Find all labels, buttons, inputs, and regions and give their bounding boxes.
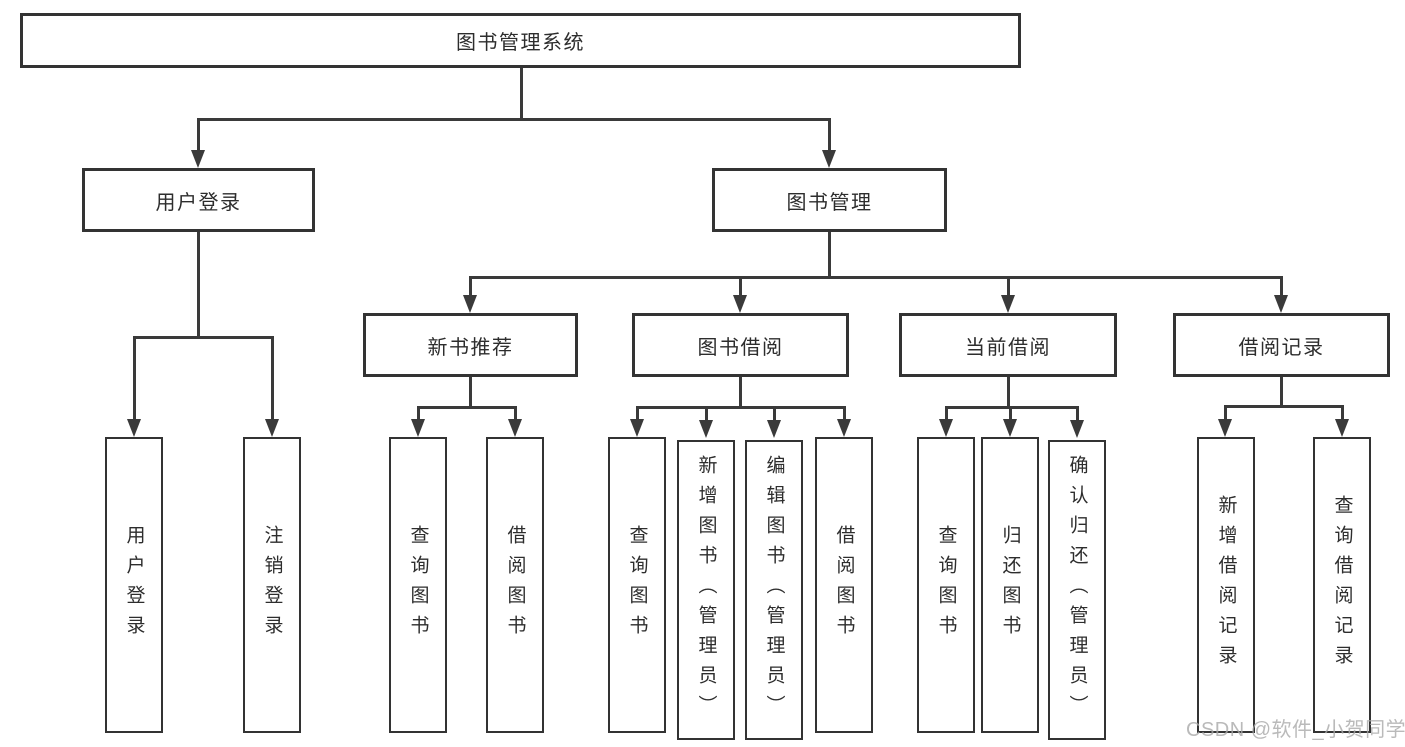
csdn-watermark: CSDN @软件_小贺同学 <box>1186 719 1405 741</box>
node-root: 图书管理系统 <box>20 13 1021 68</box>
leaf-br-add-record-label: 新增借阅记录 <box>1215 495 1237 675</box>
leaf-br-query-record-label: 查询借阅记录 <box>1331 495 1353 675</box>
connector-to-cb-confirm <box>1076 406 1079 421</box>
connector-to-br-query <box>1341 405 1344 421</box>
connector-current-borrow-stem <box>1007 377 1010 408</box>
leaf-user-login: 用户登录 <box>105 437 163 733</box>
leaf-cb-return-books: 归还图书 <box>981 437 1039 733</box>
leaf-logout-label: 注销登录 <box>261 525 283 645</box>
leaf-cb-return-books-label: 归还图书 <box>999 525 1021 645</box>
connector-root-stem <box>520 68 523 120</box>
leaf-bb-add-books-admin: 新增图书（管理员） <box>677 440 735 740</box>
connector-to-bb-edit <box>773 406 776 421</box>
node-user-login: 用户登录 <box>82 168 315 232</box>
connector-new-books-bar <box>417 406 517 409</box>
leaf-bb-borrow-books: 借阅图书 <box>815 437 873 733</box>
connector-book-borrow-bar <box>636 406 846 409</box>
arrow-down-icon <box>733 295 747 313</box>
leaf-cb-query-books-label: 查询图书 <box>935 525 957 645</box>
connector-borrow-records-bar <box>1224 405 1343 408</box>
node-root-label: 图书管理系统 <box>456 32 585 54</box>
arrow-down-icon <box>1003 419 1017 437</box>
connector-to-nb-query <box>417 406 420 421</box>
node-book-mgmt-label: 图书管理 <box>786 191 873 214</box>
connector-to-borrow-records <box>1280 276 1283 297</box>
connector-to-bb-query <box>636 406 639 421</box>
arrow-down-icon <box>411 419 425 437</box>
leaf-nb-borrow-books: 借阅图书 <box>486 437 544 733</box>
leaf-bb-edit-books-admin: 编辑图书（管理员） <box>745 440 803 740</box>
node-user-login-label: 用户登录 <box>155 191 242 214</box>
arrow-down-icon <box>630 419 644 437</box>
leaf-cb-confirm-return-admin-label: 确认归还（管理员） <box>1066 455 1088 725</box>
connector-user-login-bar <box>133 336 273 339</box>
connector-root-to-book-mgmt <box>828 118 831 152</box>
node-borrow-records: 借阅记录 <box>1173 313 1390 377</box>
leaf-nb-borrow-books-label: 借阅图书 <box>504 525 526 645</box>
leaf-bb-query-books-label: 查询图书 <box>626 525 648 645</box>
arrow-down-icon <box>822 150 836 168</box>
leaf-logout: 注销登录 <box>243 437 301 733</box>
node-current-borrow: 当前借阅 <box>899 313 1117 377</box>
leaf-cb-query-books: 查询图书 <box>917 437 975 733</box>
connector-to-new-books <box>469 276 472 297</box>
leaf-user-login-label: 用户登录 <box>123 525 145 645</box>
connector-to-bb-add <box>705 406 708 421</box>
arrow-down-icon <box>265 419 279 437</box>
arrow-down-icon <box>463 295 477 313</box>
node-book-borrow: 图书借阅 <box>632 313 849 377</box>
leaf-bb-edit-books-admin-label: 编辑图书（管理员） <box>763 455 785 725</box>
connector-current-borrow-bar <box>945 406 1079 409</box>
connector-root-bar <box>197 118 831 121</box>
node-book-mgmt: 图书管理 <box>712 168 947 232</box>
connector-to-cb-query <box>945 406 948 421</box>
node-current-borrow-label: 当前借阅 <box>965 336 1051 359</box>
arrow-down-icon <box>1070 420 1084 438</box>
connector-to-bb-borrow <box>843 406 846 421</box>
connector-borrow-records-stem <box>1280 377 1283 407</box>
arrow-down-icon <box>939 419 953 437</box>
arrow-down-icon <box>837 419 851 437</box>
arrow-down-icon <box>699 420 713 438</box>
connector-user-login-stem <box>197 232 200 338</box>
connector-to-book-borrow <box>739 276 742 297</box>
leaf-nb-query-books-label: 查询图书 <box>407 525 429 645</box>
node-new-books-label: 新书推荐 <box>427 336 514 359</box>
leaf-cb-confirm-return-admin: 确认归还（管理员） <box>1048 440 1106 740</box>
leaf-bb-add-books-admin-label: 新增图书（管理员） <box>695 455 717 725</box>
connector-to-leaf-user-login <box>133 336 136 420</box>
leaf-bb-query-books: 查询图书 <box>608 437 666 733</box>
arrow-down-icon <box>508 419 522 437</box>
connector-to-nb-borrow <box>514 406 517 421</box>
connector-to-cb-return <box>1009 406 1012 421</box>
arrow-down-icon <box>127 419 141 437</box>
arrow-down-icon <box>767 420 781 438</box>
arrow-down-icon <box>1335 419 1349 437</box>
node-new-books: 新书推荐 <box>363 313 578 377</box>
node-borrow-records-label: 借阅记录 <box>1238 336 1325 359</box>
connector-book-mgmt-bar <box>469 276 1282 279</box>
node-book-borrow-label: 图书借阅 <box>697 336 784 359</box>
connector-to-br-add <box>1224 405 1227 421</box>
leaf-bb-borrow-books-label: 借阅图书 <box>833 525 855 645</box>
arrow-down-icon <box>1001 295 1015 313</box>
connector-root-to-user-login <box>197 118 200 152</box>
connector-to-leaf-logout <box>271 336 274 420</box>
arrow-down-icon <box>1218 419 1232 437</box>
connector-to-current-borrow <box>1007 276 1010 297</box>
leaf-br-add-record: 新增借阅记录 <box>1197 437 1255 733</box>
connector-book-borrow-stem <box>739 377 742 408</box>
arrow-down-icon <box>1274 295 1288 313</box>
leaf-nb-query-books: 查询图书 <box>389 437 447 733</box>
connector-book-mgmt-stem <box>828 232 831 278</box>
leaf-br-query-record: 查询借阅记录 <box>1313 437 1371 733</box>
arrow-down-icon <box>191 150 205 168</box>
connector-new-books-stem <box>469 377 472 408</box>
